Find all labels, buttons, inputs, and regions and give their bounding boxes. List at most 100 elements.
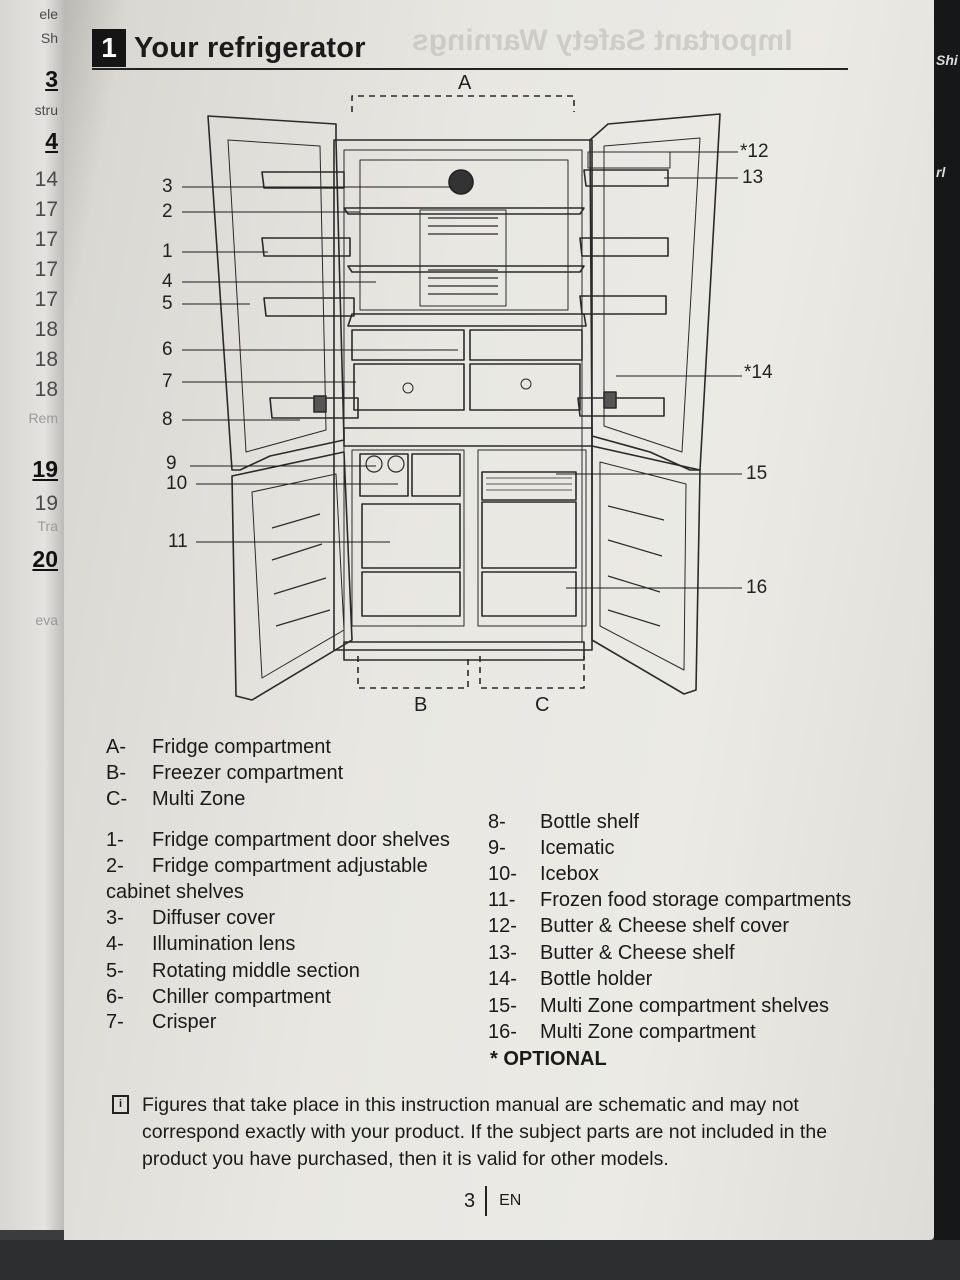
legend-code: 6- — [106, 986, 124, 1008]
legend-item: B-Freezer compartment — [106, 762, 343, 785]
freezer-cavity — [351, 449, 465, 627]
right-upper-door-inner — [603, 137, 701, 453]
left-margin-page-number: 17 — [34, 228, 58, 251]
zone-label-a: A — [458, 72, 472, 94]
callout-number: 11 — [168, 531, 188, 552]
legend-item: 11-Frozen food storage compartments — [488, 889, 851, 912]
note-text: Figures that take place in this instruct… — [142, 1094, 828, 1170]
legend-text: Fridge compartment adjustable — [152, 855, 428, 877]
callout-number: 4 — [162, 271, 173, 292]
legend-code: 8- — [488, 811, 506, 833]
legend-code: B- — [106, 762, 126, 784]
legend-text: Butter & Cheese shelf — [540, 942, 735, 964]
section-number: 1 — [92, 29, 126, 67]
legend-code: 1- — [106, 829, 124, 851]
right-page-edge: Shi rl — [934, 0, 960, 1280]
optional-note: * OPTIONAL — [490, 1048, 607, 1070]
left-margin-page-number: 19 — [34, 492, 58, 515]
callout-number: 13 — [742, 167, 764, 188]
callout-leader-lines — [182, 151, 742, 589]
multizone-drawer-top — [481, 501, 577, 569]
legend-item: C-Multi Zone — [106, 788, 245, 811]
callout-number: 3 — [162, 176, 173, 197]
multizone-shelf — [481, 471, 577, 501]
right-lower-door — [591, 445, 701, 695]
left-margin-page-number: 17 — [34, 288, 58, 311]
callout-number: 6 — [162, 339, 173, 360]
crisper-knob-left — [402, 382, 414, 394]
legend-text: Icebox — [540, 863, 599, 885]
left-margin-text: Sh — [40, 30, 58, 46]
legend-code: 13- — [488, 942, 517, 964]
left-margin-text: eva — [35, 612, 58, 628]
left-lower-door-inner — [251, 473, 345, 679]
footer-divider — [485, 1186, 488, 1216]
right-lower-door-bins — [607, 505, 665, 627]
left-margin-page-number: 4 — [45, 128, 58, 154]
left-lower-door-bins — [271, 513, 331, 627]
heading-rule — [92, 68, 848, 70]
left-margin-text: Tra — [37, 518, 58, 534]
legend-text: Multi Zone compartment shelves — [540, 995, 830, 1017]
legend-code: 5- — [106, 960, 124, 982]
left-margin-page-number: 18 — [34, 378, 58, 401]
legend-code: C- — [106, 788, 128, 810]
zone-c-bracket — [479, 656, 585, 689]
left-margin-page-number: 19 — [32, 456, 58, 482]
legend-code: 2- — [106, 855, 124, 877]
legend-text: Rotating middle section — [152, 960, 360, 982]
left-margin-page-number: 20 — [32, 546, 58, 572]
legend-code: 7- — [106, 1011, 124, 1033]
chiller-drawer-left — [351, 329, 465, 361]
legend-code: 14- — [488, 968, 517, 990]
right-margin-text: rl — [936, 164, 946, 180]
legend-text: Crisper — [152, 1011, 217, 1033]
manual-page — [64, 0, 934, 1240]
left-door-shelf-3 — [263, 297, 355, 317]
callout-number: 8 — [162, 409, 173, 430]
left-door-shelf-1 — [261, 171, 345, 189]
legend-text: Chiller compartment — [152, 986, 331, 1008]
left-bottle-shelf — [269, 397, 359, 419]
vent-slats — [428, 217, 498, 295]
right-lower-door-inner — [599, 461, 687, 671]
legend-item: A-Fridge compartment — [106, 736, 331, 759]
callout-number: 7 — [162, 371, 173, 392]
legend-code: 12- — [488, 915, 517, 937]
left-margin-page-number: 18 — [34, 348, 58, 371]
left-margin-text: ele — [39, 6, 58, 22]
legend-item: 1-Fridge compartment door shelves — [106, 829, 450, 852]
table-surface — [0, 1240, 960, 1280]
callout-number: 9 — [166, 453, 177, 474]
left-bottle-holder — [313, 395, 327, 413]
page-number: 3 — [464, 1189, 476, 1212]
diffuser-cover — [448, 169, 474, 195]
fan-vent — [419, 209, 507, 307]
multizone-drawer-bottom — [481, 571, 577, 617]
legend-code: 10- — [488, 863, 517, 885]
page-title: Your refrigerator — [134, 31, 366, 64]
right-door-shelf-1 — [579, 237, 669, 257]
legend-text: Illumination lens — [152, 933, 296, 955]
icematic — [359, 453, 409, 497]
legend-item: 4-Illumination lens — [106, 933, 295, 956]
legend-text: Multi Zone compartment — [540, 1021, 756, 1043]
legend-item: 8-Bottle shelf — [488, 811, 639, 834]
legend-code: 15- — [488, 995, 517, 1017]
right-margin-text: Shi — [936, 52, 958, 68]
legend-item: 9-Icematic — [488, 837, 614, 860]
info-icon: i — [112, 1095, 129, 1114]
middle-divider — [343, 427, 593, 447]
callout-number: 2 — [162, 201, 173, 222]
legend-text: Bottle holder — [540, 968, 653, 990]
legend-code: 16- — [488, 1021, 517, 1043]
left-margin-page-number: 14 — [34, 168, 58, 191]
callout-number: 15 — [746, 463, 768, 484]
left-margin-page-number: 17 — [34, 258, 58, 281]
legend-text: Icematic — [540, 837, 615, 859]
legend-item: 3-Diffuser cover — [106, 907, 275, 930]
left-page-margin: ele Sh 3 stru 4 14 17 17 17 17 18 18 18 … — [0, 0, 64, 1230]
crisper-right — [469, 363, 581, 411]
legend-text: cabinet shelves — [106, 881, 244, 903]
